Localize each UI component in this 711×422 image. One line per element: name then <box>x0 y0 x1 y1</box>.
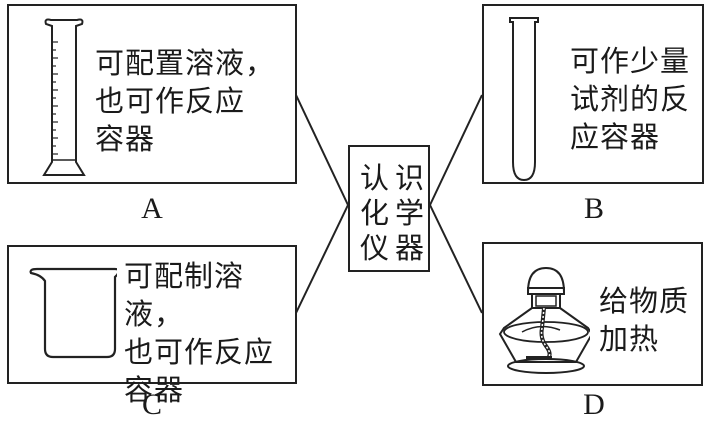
connector-c <box>295 204 349 314</box>
box-a-description: 可配置溶液， 也可作反应 容器 <box>95 46 276 156</box>
connector-b <box>429 94 483 206</box>
label-b: B <box>583 192 604 225</box>
center-box: 认识 化学 仪器 <box>348 145 430 272</box>
center-title-line-2: 化学 <box>360 196 431 230</box>
beaker-icon <box>29 267 117 359</box>
box-d: 给物质 加热 <box>482 242 703 386</box>
graduated-cylinder-icon <box>42 18 86 176</box>
label-d: D <box>583 388 605 421</box>
test-tube-icon <box>509 17 539 182</box>
center-title-line-3: 仪器 <box>360 231 431 265</box>
connector-a <box>295 94 349 206</box>
label-c: C <box>141 388 162 421</box>
box-c: 可配制溶液， 也可作反应 容器 <box>7 245 297 407</box>
box-d-description: 给物质 加热 <box>599 284 690 356</box>
center-title-line-1: 认识 <box>360 161 431 195</box>
connector-d <box>429 204 483 314</box>
label-a: A <box>141 192 163 225</box>
box-c-description: 可配制溶液， 也可作反应 容器 <box>124 259 275 407</box>
box-b-description: 可作少量 试剂的反 应容器 <box>570 44 691 154</box>
box-b: 可作少量 试剂的反 应容器 <box>482 4 704 184</box>
alcohol-lamp-icon <box>498 266 590 374</box>
box-a: 可配置溶液， 也可作反应 容器 <box>7 4 297 184</box>
